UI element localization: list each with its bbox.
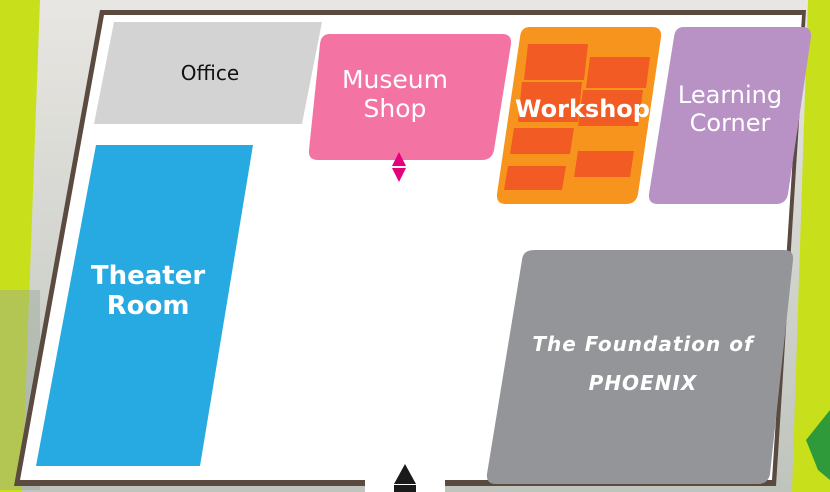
learning-corner-label: Learning Corner <box>665 81 795 137</box>
room-museum-shop[interactable] <box>308 34 512 160</box>
room-phoenix[interactable] <box>486 250 794 484</box>
museum-shop-label-line-2: Shop <box>363 93 427 123</box>
office-label-line: Office <box>180 61 240 85</box>
room-office[interactable] <box>94 22 322 124</box>
learning-corner-label-line-1: Learning <box>677 81 783 109</box>
theater-room-label-line-1: Theater <box>90 261 206 291</box>
learning-corner-label-line-2: Corner <box>689 108 771 137</box>
entrance-marker-icon <box>394 464 416 484</box>
left-green-stripe <box>0 0 40 492</box>
corner-green-shape <box>806 410 830 480</box>
room-learning-corner[interactable] <box>648 27 812 204</box>
theater-room-label-line-2: Room <box>106 290 190 321</box>
phoenix-label-line-2: PHOENIX <box>588 371 698 395</box>
right-green-stripe <box>792 0 830 492</box>
entrance-marker-base <box>394 485 416 492</box>
workshop-label-line: Workshop <box>515 95 650 123</box>
office-label: Office <box>160 62 260 85</box>
phoenix-label-line-1: The Foundation of <box>532 332 754 356</box>
museum-shop-label-line-1: Museum <box>341 65 449 94</box>
museum-shop-label: Museum Shop <box>330 65 460 124</box>
workshop-label: Workshop <box>515 95 650 124</box>
theater-room-label: Theater Room <box>88 261 208 322</box>
door-marker <box>392 152 406 182</box>
workshop-tiles <box>504 44 650 190</box>
phoenix-label: The Foundation of PHOENIX <box>528 333 758 411</box>
room-theater[interactable] <box>36 145 253 466</box>
